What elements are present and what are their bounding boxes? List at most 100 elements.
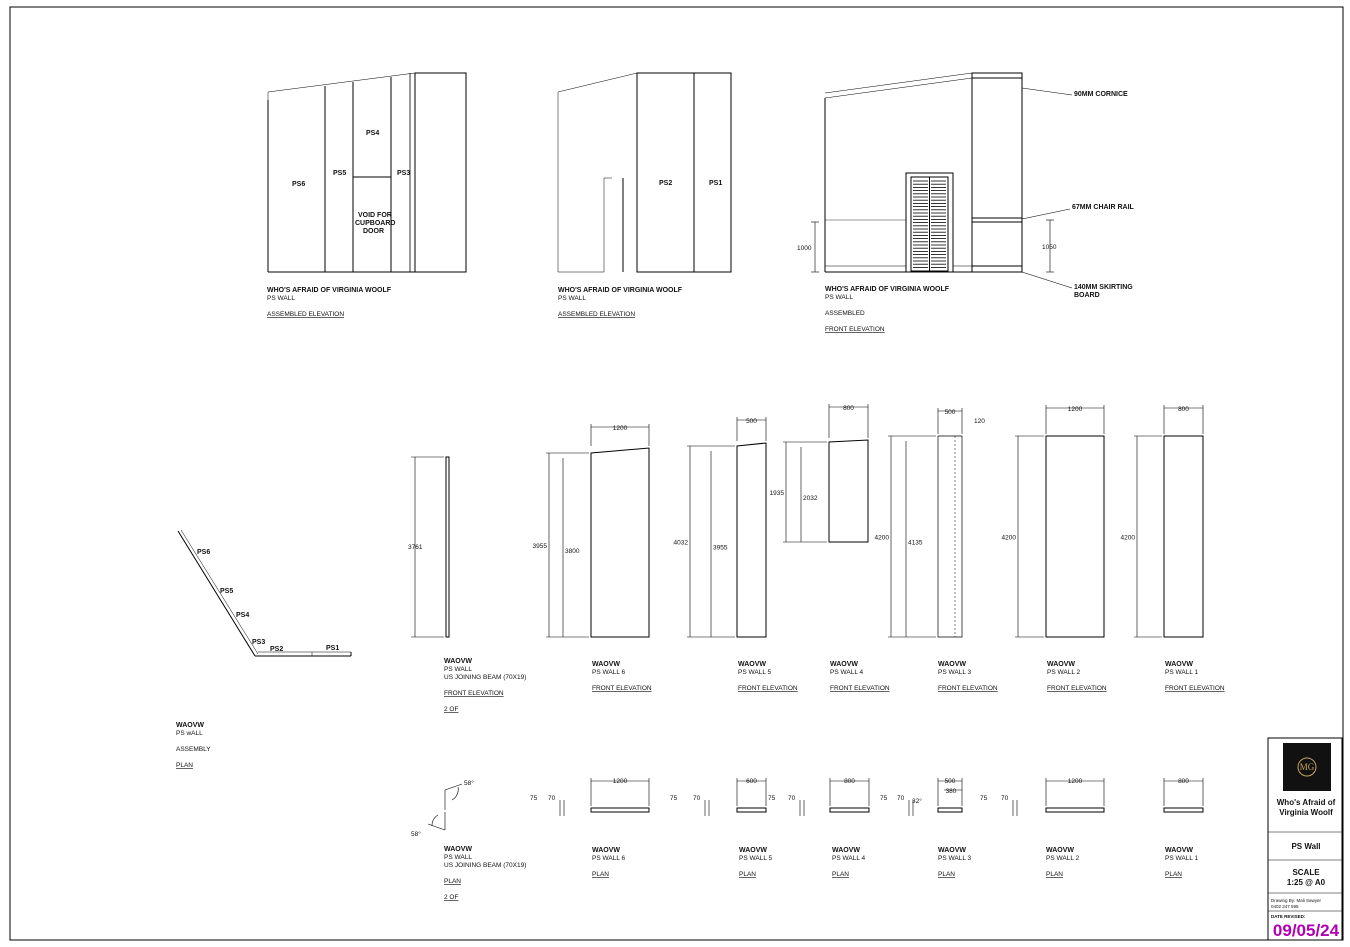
dim-height-2: 4135 <box>908 540 923 547</box>
door-louvres <box>913 180 946 268</box>
project-title-2: Virginia Woolf <box>1279 808 1333 817</box>
plan-dim-depth-2: 70 <box>788 795 796 802</box>
wall-plan-code: WAOVW <box>938 847 966 854</box>
wall-name: PS WALL 1 <box>1165 669 1199 676</box>
dim-1000: 1000 <box>797 245 812 252</box>
assembly-plan <box>177 529 352 657</box>
dim-width: 800 <box>843 405 854 412</box>
fe-view2: FRONT ELEVATION <box>825 326 885 333</box>
dim-height-1: 4032 <box>674 540 689 547</box>
beam-angle-top: 58° <box>464 779 474 787</box>
void-label-1: VOID FOR <box>358 212 392 219</box>
wall-panel-outline <box>828 439 869 543</box>
plan-dim-depth-2: 70 <box>897 795 905 802</box>
front-elev-dimensions <box>811 87 1073 289</box>
beam-dim: 3761 <box>408 544 423 551</box>
date-revised: 09/05/24 <box>1273 921 1340 940</box>
dim-height-1: 4200 <box>875 535 890 542</box>
label-ps2: PS2 <box>659 180 672 187</box>
plan-dim-width: 1200 <box>613 778 628 785</box>
void-label-2: CUPBOARD <box>355 220 395 227</box>
void-label-3: DOOR <box>363 228 384 235</box>
wall-plan-view: PLAN <box>592 871 609 878</box>
plan-label-ps2: PS2 <box>270 646 283 653</box>
wall-plan-outline <box>937 807 963 813</box>
plan-dim-width: 800 <box>1178 778 1189 785</box>
plan-label-ps3: PS3 <box>252 639 265 646</box>
wall-4-elevation <box>783 404 869 543</box>
fe-sub: PS WALL <box>825 294 853 301</box>
plan-dim-depth-1: 75 <box>670 795 678 802</box>
wall-name: PS WALL 3 <box>938 669 972 676</box>
sheet-border <box>9 6 1344 941</box>
wall-plan-code: WAOVW <box>739 847 767 854</box>
wall-view: FRONT ELEVATION <box>592 685 652 692</box>
drawing-title: PS Wall <box>1291 842 1320 851</box>
label-ps3: PS3 <box>397 170 410 177</box>
wall-4-plan <box>799 778 870 816</box>
plan-dim-depth-1: 75 <box>880 795 888 802</box>
title-block <box>1267 737 1343 941</box>
plan-dim-width: 1200 <box>1068 778 1083 785</box>
plan-label-ps6: PS6 <box>197 549 210 556</box>
dim-height-2: 3800 <box>565 548 580 555</box>
beam-angle-bottom: 58° <box>411 830 421 838</box>
plan-dim-width: 500 <box>945 778 956 785</box>
beam-plan-qty: 2 OF <box>444 894 458 901</box>
wall-plan-outline <box>829 807 870 813</box>
wall-name: PS WALL 5 <box>738 669 772 676</box>
wall-plan-view: PLAN <box>1046 871 1063 878</box>
label-ps5: PS5 <box>333 170 346 177</box>
wall-panel-outline <box>1163 435 1204 638</box>
beam-plan-view: PLAN <box>444 878 461 885</box>
wall-plan-name: PS WALL 6 <box>592 855 626 862</box>
fe-view1: ASSEMBLED <box>825 310 865 317</box>
ap-code: WAOVW <box>176 722 204 729</box>
wall-code: WAOVW <box>592 661 620 668</box>
wall-code: WAOVW <box>1047 661 1075 668</box>
chair-rail-label: 67MM CHAIR RAIL <box>1072 204 1135 211</box>
ae1-view: ASSEMBLED ELEVATION <box>267 311 344 318</box>
wall-plan-outline <box>1045 807 1105 813</box>
wall-view: FRONT ELEVATION <box>1047 685 1107 692</box>
wall-5-elevation <box>687 417 767 638</box>
wall-view: FRONT ELEVATION <box>738 685 798 692</box>
dimension-lines <box>1015 405 1105 638</box>
dim-1050: 1050 <box>1042 244 1057 251</box>
dimension-lines <box>783 404 869 543</box>
beam-plan-desc: US JOINING BEAM (70X19) <box>444 862 526 869</box>
wall-plan-name: PS WALL 5 <box>739 855 773 862</box>
dim-width: 500 <box>746 418 757 425</box>
beam-desc: US JOINING BEAM (70X19) <box>444 674 526 681</box>
ap-view2: PLAN <box>176 762 193 769</box>
wall-plan-code: WAOVW <box>1046 847 1074 854</box>
plan-dim-width: 600 <box>746 778 757 785</box>
cornice-label: 90MM CORNICE <box>1074 91 1128 98</box>
wall-plan-name: PS WALL 3 <box>938 855 972 862</box>
assembled-elevation-2 <box>557 72 732 273</box>
dim-height-1: 3955 <box>533 543 548 550</box>
plan-dim-width-2: 380 <box>946 788 957 795</box>
wall-panel-outline <box>1045 435 1105 638</box>
dim-width: 1200 <box>613 425 628 432</box>
wall-view: FRONT ELEVATION <box>830 685 890 692</box>
wall-panel-outline <box>736 442 767 638</box>
plan-dim-width: 800 <box>844 778 855 785</box>
dim-width-2: 120 <box>974 418 985 425</box>
wall-plan-name: PS WALL 1 <box>1165 855 1199 862</box>
wall-name: PS WALL 2 <box>1047 669 1081 676</box>
dim-width: 800 <box>1178 406 1189 413</box>
dimension-lines <box>687 417 767 638</box>
label-ps4: PS4 <box>366 130 379 137</box>
plan-label-ps5: PS5 <box>220 588 233 595</box>
plan-dim-depth-1: 75 <box>768 795 776 802</box>
wall-2-plan <box>1012 778 1105 816</box>
wall-plan-view: PLAN <box>938 871 955 878</box>
beam-code: WAOVW <box>444 658 472 665</box>
project-title-1: Who's Afraid of <box>1277 798 1336 807</box>
ae2-sub: PS WALL <box>558 295 586 302</box>
phone: 0402 247 595 <box>1271 904 1299 909</box>
beam-view: FRONT ELEVATION <box>444 690 504 697</box>
wall-plan-view: PLAN <box>739 871 756 878</box>
ap-sub: PS wALL <box>176 730 203 737</box>
